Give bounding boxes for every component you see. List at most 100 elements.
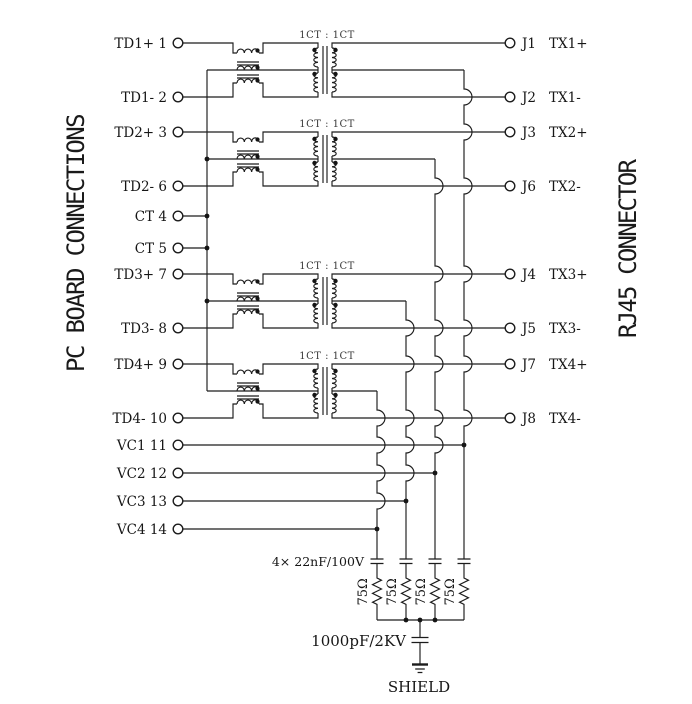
polarity-dot — [312, 136, 317, 142]
polarity-dot — [312, 392, 317, 398]
termination-cap-resistor — [428, 558, 442, 620]
polarity-dot — [255, 137, 260, 142]
junction-dot — [403, 617, 409, 623]
polarity-dot — [255, 154, 260, 159]
pin-terminal-ct4 — [172, 210, 184, 222]
channel-1-wires — [183, 42, 505, 98]
junction-dot — [417, 617, 423, 623]
polarity-dot — [312, 302, 317, 308]
pin-terminal-j6 — [504, 180, 516, 192]
turns-ratio-label: 1CT : 1CT — [299, 119, 355, 130]
resistor-label: 75Ω — [385, 578, 400, 605]
pin-label: VC1 11 — [116, 438, 167, 454]
shield-label: SHIELD — [388, 678, 450, 696]
pin-signal-label: TX1- — [549, 90, 581, 106]
polarity-dot — [312, 71, 317, 77]
turns-ratio-label: 1CT : 1CT — [299, 261, 355, 272]
pin-terminal-vc3 — [172, 495, 184, 507]
pin-terminal-j1 — [504, 37, 516, 49]
termination-cap-resistor — [370, 558, 384, 620]
pin-terminal-td1p — [172, 37, 184, 49]
secondary-center-tap-verticals — [376, 70, 473, 559]
termination-cap-resistor — [399, 558, 413, 620]
pc-board-pins: TD1+ 1 TD1- 2 TD2+ 3 TD2- 6 CT 4 CT 5 TD… — [113, 36, 184, 538]
polarity-dot — [333, 368, 338, 374]
shield-network: 1000pF/2KV SHIELD — [311, 617, 464, 696]
channel-1-transformer-core — [322, 46, 328, 94]
pin-terminal-j8 — [504, 412, 516, 424]
pin-label: TD4- 10 — [113, 411, 167, 427]
polarity-dot — [333, 278, 338, 284]
channel-2-choke-core — [237, 150, 259, 168]
polarity-dot — [333, 392, 338, 398]
polarity-dot — [255, 386, 260, 391]
pin-label: TD3- 8 — [121, 321, 167, 337]
channel-3-transformer-core — [322, 277, 328, 325]
pin-label: J8 — [520, 411, 536, 427]
resistor-label: 75Ω — [414, 578, 429, 605]
pin-terminal-vc1 — [172, 439, 184, 451]
pin-terminal-j5 — [504, 322, 516, 334]
pin-label: TD1+ 1 — [114, 36, 167, 52]
polarity-dot — [312, 368, 317, 374]
pin-terminal-td2p — [172, 126, 184, 138]
resistor-label: 75Ω — [356, 578, 371, 605]
pin-label: CT 4 — [135, 209, 167, 225]
ct-vertical-tx2 — [434, 159, 444, 559]
pin-label: VC3 13 — [116, 494, 167, 510]
pin-terminal-j3 — [504, 126, 516, 138]
ct-vertical-tx1 — [463, 70, 473, 559]
polarity-dot — [255, 78, 260, 83]
channel-4-choke-core — [237, 382, 259, 400]
pin-terminal-td1m — [172, 91, 184, 103]
pin-terminal-j2 — [504, 91, 516, 103]
channel-3-choke-core — [237, 292, 259, 310]
pin-terminal-j4 — [504, 268, 516, 280]
channel-3-wires — [183, 273, 505, 329]
channel-2-transformer-core — [322, 135, 328, 183]
pin-signal-label: TX3- — [549, 321, 581, 337]
polarity-dot — [333, 47, 338, 53]
pc-board-title: PC BOARD CONNECTIONS — [62, 115, 90, 372]
pin-label: CT 5 — [135, 241, 167, 257]
pin-label: VC4 14 — [116, 522, 167, 538]
junction-dot — [204, 213, 210, 219]
channel-1-choke-core — [237, 61, 259, 79]
pin-label: TD4+ 9 — [114, 357, 167, 373]
channel-2: 1CT : 1CT — [183, 119, 505, 187]
ground-icon — [415, 668, 425, 674]
channel-4-transformer-core — [322, 367, 328, 415]
polarity-dot — [333, 71, 338, 77]
polarity-dot — [312, 160, 317, 166]
pin-terminal-td3p — [172, 268, 184, 280]
pin-label: TD2- 6 — [121, 179, 167, 195]
pin-label: J6 — [520, 179, 536, 195]
pin-terminal-td3m — [172, 322, 184, 334]
ct-bus-wires — [183, 70, 464, 530]
polarity-dot — [255, 167, 260, 172]
rj45-title: RJ45 CONNECTOR — [614, 159, 642, 338]
pin-signal-label: TX4- — [549, 411, 581, 427]
pin-label: J5 — [520, 321, 536, 337]
polarity-dot — [255, 48, 260, 53]
pin-label: TD3+ 7 — [114, 267, 167, 283]
pin-signal-label: TX4+ — [549, 357, 588, 373]
pin-signal-label: TX2+ — [549, 125, 588, 141]
junction-dot — [204, 245, 210, 251]
pin-terminal-ct5 — [172, 242, 184, 254]
pin-label: TD1- 2 — [121, 90, 167, 106]
channel-2-wires — [183, 131, 505, 187]
channel-4-wires — [183, 363, 505, 419]
pin-label: VC2 12 — [116, 466, 167, 482]
pin-label: J3 — [520, 125, 536, 141]
pin-signal-label: TX2- — [549, 179, 581, 195]
termination-cap-resistor — [457, 558, 471, 620]
pin-label: TD2+ 3 — [114, 125, 167, 141]
channel-1: 1CT : 1CT — [183, 30, 505, 98]
polarity-dot — [333, 136, 338, 142]
resistor-label: 75Ω — [443, 578, 458, 605]
pin-signal-label: TX3+ — [549, 267, 588, 283]
pin-label: J4 — [520, 267, 536, 283]
